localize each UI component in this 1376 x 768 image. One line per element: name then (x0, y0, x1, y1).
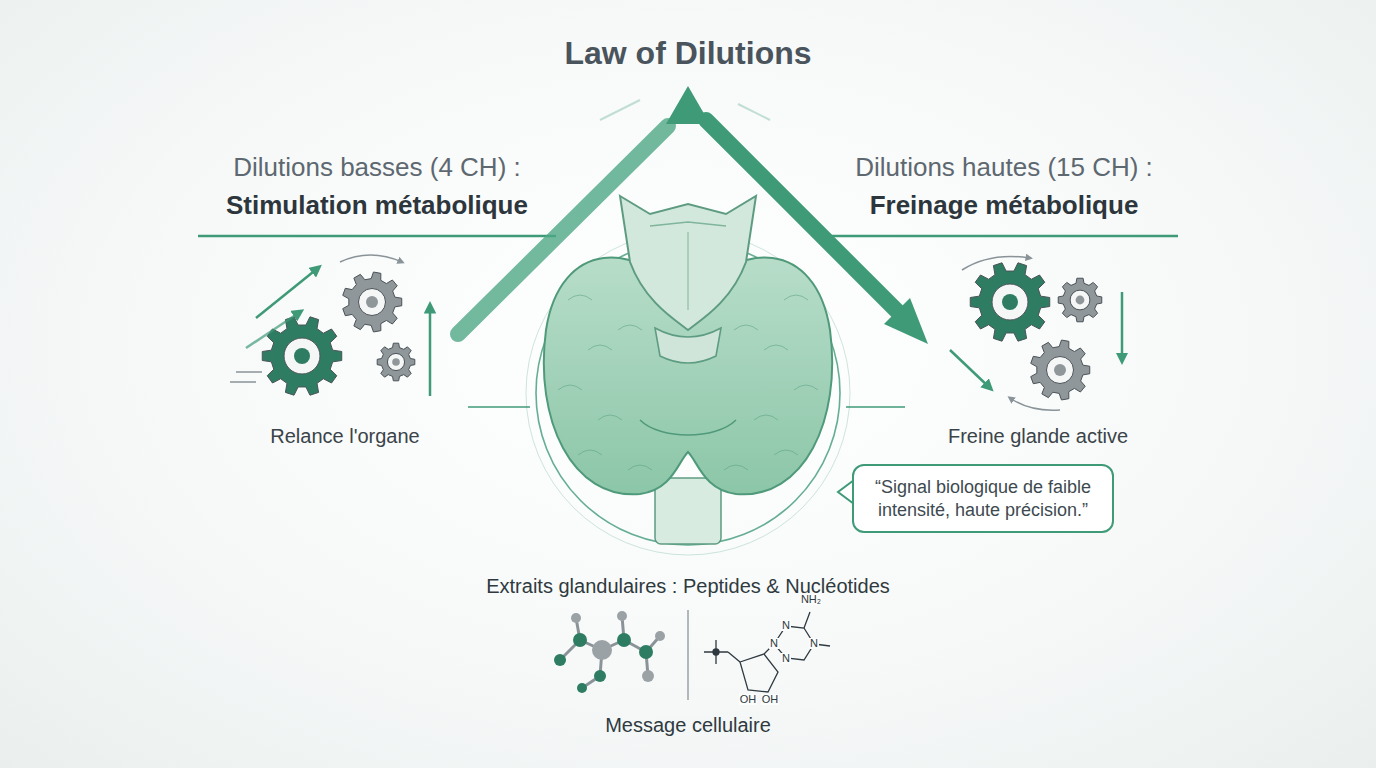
lobe-texture (754, 415, 778, 420)
illustration-part (620, 196, 756, 330)
lobe-texture (724, 465, 748, 470)
heading-low: Dilutions basses (4 CH) : (167, 152, 587, 183)
illustration-part (687, 232, 689, 310)
illustration-part (340, 255, 402, 262)
lobe-texture (598, 415, 622, 420)
gear-axle (294, 348, 310, 364)
illustration-part (617, 611, 627, 621)
atom-label: OH (761, 694, 780, 705)
heading-high: Dilutions hautes (15 CH) : (794, 152, 1214, 183)
illustration-part (617, 633, 631, 647)
gear-hub (359, 289, 386, 316)
illustration-part (713, 649, 719, 655)
extract-caption: Extraits glandulaires : Peptides & Nuclé… (368, 574, 1008, 598)
lobe-texture (764, 345, 788, 350)
gear-cluster-braking (970, 263, 1102, 400)
illustration-part (1010, 398, 1060, 410)
illustration-part (950, 350, 990, 388)
divider (687, 610, 689, 700)
illustration-part (592, 640, 612, 660)
lobe-texture (774, 450, 798, 455)
gear-hub (387, 353, 404, 370)
gear-caption: Relance l'organe (215, 424, 475, 448)
gear-hub (1070, 290, 1090, 310)
peptide-molecule (554, 611, 665, 693)
lobe-texture (558, 385, 582, 390)
heading-low-effect: Stimulation métabolique (167, 190, 587, 221)
illustration-part (577, 683, 587, 693)
lobe-texture (618, 325, 642, 330)
illustration-part (642, 670, 654, 682)
atom-label: NH₂ (800, 594, 822, 605)
illustration-part (600, 100, 640, 120)
lobe-texture (588, 345, 612, 350)
illustration-part (594, 670, 606, 682)
illustration-part (1121, 292, 1124, 360)
thyroid-gland (544, 196, 832, 544)
motion-arrows (230, 255, 1122, 410)
quote-text: “Signal biologique de faible intensité, … (870, 476, 1096, 521)
gear-caption: Freine glande active (908, 424, 1168, 448)
gear (377, 343, 415, 381)
gear (1031, 340, 1090, 400)
illustration-part (554, 611, 665, 693)
atom-label: N (781, 620, 791, 631)
gear-axle (1002, 294, 1018, 310)
lobe-texture (628, 465, 652, 470)
illustration-part (655, 478, 721, 544)
lobe-texture (734, 325, 758, 330)
illustration-part (846, 406, 905, 408)
illustration-part (884, 298, 928, 344)
illustration-part (639, 645, 653, 659)
atom-label: N (781, 653, 791, 664)
lobe-texture (568, 295, 592, 300)
atom-label: N (769, 638, 779, 649)
quote-bubble: “Signal biologique de faible intensité, … (852, 464, 1114, 533)
illustration-part (655, 328, 721, 363)
atom-label: N (809, 638, 819, 649)
gear (1058, 278, 1102, 322)
illustration-part (429, 306, 432, 396)
illustration-part (573, 633, 587, 647)
illustration-part (640, 420, 736, 435)
gear-cluster-stimulation (262, 272, 415, 395)
gear (970, 263, 1049, 341)
gear-hub (1047, 357, 1074, 384)
illustration-part (655, 631, 665, 641)
illustration-part (246, 312, 300, 348)
heading-high-effect: Freinage métabolique (794, 190, 1214, 221)
illustration-part (704, 640, 740, 664)
atom-label: OH (739, 694, 758, 705)
gear (343, 272, 402, 332)
gear-axle (392, 358, 400, 366)
illustration-part (650, 222, 726, 226)
illustration-part (774, 626, 814, 660)
illustration-part (738, 104, 770, 120)
diagram-title: Law of Dilutions (388, 34, 988, 72)
message-caption: Message cellulaire (528, 713, 848, 737)
gear-axle (1054, 364, 1066, 376)
lobe-texture (578, 450, 602, 455)
lobe-texture (794, 385, 818, 390)
illustration-part (962, 257, 1030, 271)
nucleotide-molecule (704, 612, 830, 692)
gear-axle (366, 296, 378, 308)
gear-hub (284, 338, 320, 374)
illustration-part (230, 372, 262, 382)
gear-hub (992, 284, 1028, 320)
illustration-part (526, 231, 850, 555)
gear-axle (1076, 296, 1085, 305)
illustration-part (468, 406, 530, 408)
illustration-part (256, 268, 318, 318)
illustration-part (820, 235, 1178, 238)
illustration-part (571, 613, 581, 623)
illustration-part (554, 654, 566, 666)
lobe-texture (784, 295, 808, 300)
illustration-part (740, 654, 778, 692)
illustration-part (198, 235, 556, 238)
